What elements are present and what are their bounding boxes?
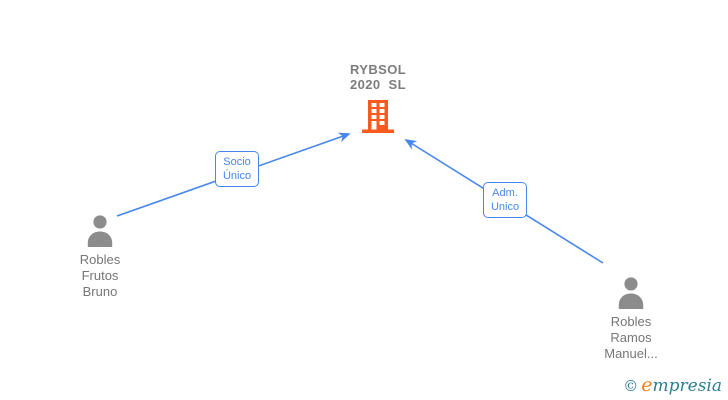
person-name-line3: Bruno: [82, 284, 118, 299]
edge-label-line2: Unico: [490, 201, 520, 213]
edge-label-line1: Adm.: [492, 187, 518, 199]
company-title-line1: RYBSOL: [349, 62, 407, 77]
person-icon: [618, 277, 644, 309]
person-name-line3: Manuel...: [604, 346, 658, 361]
person-name-line1: Robles: [610, 314, 652, 329]
person-icon: [87, 215, 113, 247]
person-name-line1: Robles: [79, 252, 121, 267]
person-name-line2: Ramos: [610, 330, 652, 345]
watermark-brand-rest: mpresia: [652, 376, 723, 396]
building-icon: [362, 100, 394, 133]
watermark-brand-initial: e: [641, 374, 653, 396]
empresia-watermark-logo: ©empresia: [623, 374, 722, 396]
edge-label-line1: Socio: [223, 156, 251, 168]
edge-label-adm-unico: Adm. Unico: [483, 182, 527, 218]
person-name-line2: Frutos: [81, 268, 119, 283]
copyright-icon: ©: [623, 377, 639, 395]
company-title-line2: 2020 SL: [350, 77, 406, 92]
edge-label-line2: Único: [222, 170, 252, 182]
